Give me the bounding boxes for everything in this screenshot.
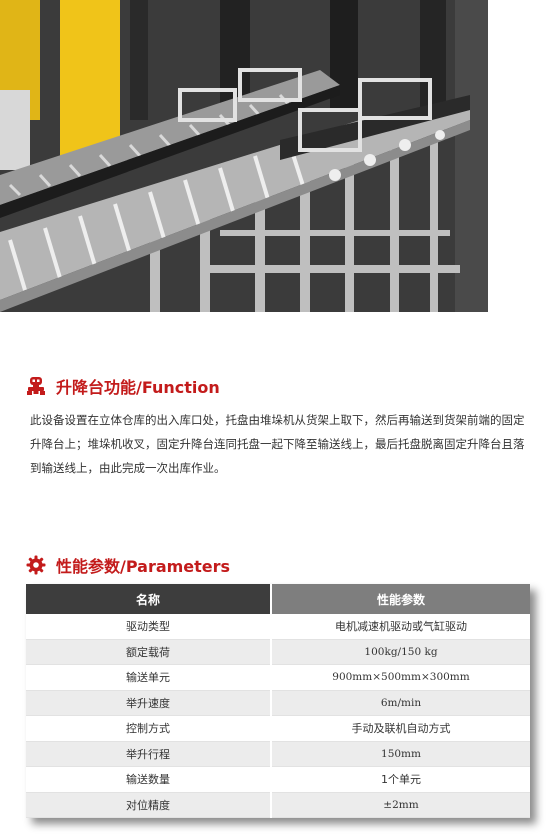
param-name: 举升速度 — [26, 690, 271, 716]
function-description: 此设备设置在立体仓库的出入库口处，托盘由堆垛机从货架上取下，然后再输送到货架前端… — [30, 413, 525, 475]
table-row: 举升速度 6m/min — [26, 690, 530, 716]
table-header-row: 名称 性能参数 — [26, 584, 530, 614]
table-row: 输送数量 1个单元 — [26, 766, 530, 793]
param-name: 额定载荷 — [26, 639, 271, 665]
table-row: 额定载荷 100kg/150 kg — [26, 639, 530, 665]
param-name: 控制方式 — [26, 715, 271, 742]
parameters-title-text: 性能参数/Parameters — [56, 557, 231, 576]
function-section-title: 升降台功能/Function — [26, 374, 220, 398]
parameters-table-container: 名称 性能参数 驱动类型 电机减速机驱动或气缸驱动 额定载荷 100kg/150… — [26, 584, 530, 818]
param-value: 电机减速机驱动或气缸驱动 — [270, 614, 530, 640]
table-row: 举升行程 150mm — [26, 741, 530, 767]
parameters-section-title: 性能参数/Parameters — [26, 553, 230, 577]
param-value: 100kg/150 kg — [270, 639, 530, 665]
param-value: 150mm — [270, 741, 530, 767]
table-row: 输送单元 900mm×500mm×300mm — [26, 664, 530, 691]
column-header-value: 性能参数 — [270, 584, 530, 614]
function-title-text: 升降台功能/Function — [56, 378, 220, 397]
product-photo — [0, 0, 488, 312]
param-value: 1个单元 — [270, 766, 530, 793]
table-row: 控制方式 手动及联机自动方式 — [26, 715, 530, 742]
param-name: 输送数量 — [26, 766, 271, 793]
param-value: ±2mm — [270, 792, 530, 818]
param-name: 举升行程 — [26, 741, 271, 767]
gear-icon — [26, 555, 46, 575]
robot-arm-icon — [26, 376, 46, 396]
param-value: 900mm×500mm×300mm — [270, 664, 530, 691]
column-header-name: 名称 — [26, 584, 271, 614]
table-row: 驱动类型 电机减速机驱动或气缸驱动 — [26, 614, 530, 640]
table-row: 对位精度 ±2mm — [26, 792, 530, 818]
param-value: 6m/min — [270, 690, 530, 716]
param-name: 对位精度 — [26, 792, 271, 818]
param-name: 驱动类型 — [26, 614, 271, 640]
param-name: 输送单元 — [26, 664, 271, 691]
param-value: 手动及联机自动方式 — [270, 715, 530, 742]
parameters-table: 名称 性能参数 驱动类型 电机减速机驱动或气缸驱动 额定载荷 100kg/150… — [26, 584, 530, 818]
